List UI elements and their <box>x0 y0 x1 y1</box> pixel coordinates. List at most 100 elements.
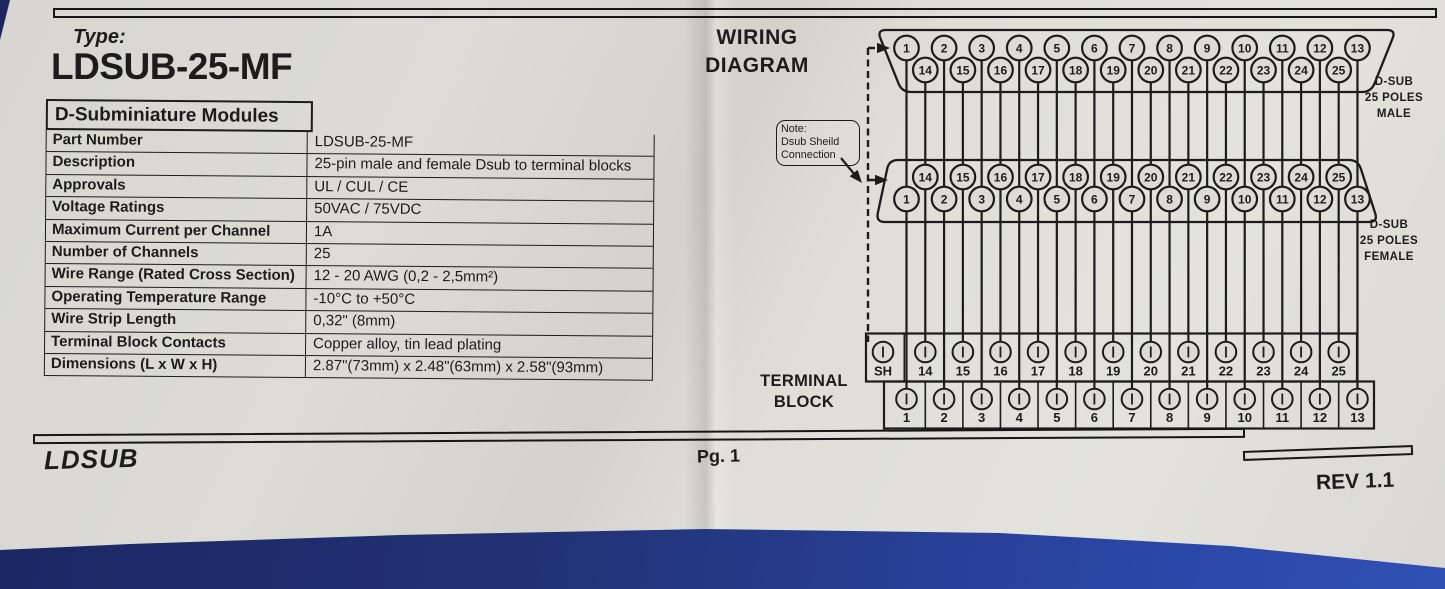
spec-row: Description 25-pin male and female Dsub t… <box>46 151 654 179</box>
svg-text:25: 25 <box>1332 63 1346 77</box>
male-label-line3: MALE <box>1376 107 1412 120</box>
svg-text:23: 23 <box>1256 364 1270 379</box>
svg-text:5: 5 <box>1053 410 1060 425</box>
svg-text:10: 10 <box>1237 410 1251 425</box>
svg-text:3: 3 <box>978 410 985 425</box>
spec-row-label: Description <box>46 152 308 176</box>
svg-text:18: 18 <box>1069 63 1083 77</box>
terminal-label-line1: TERMINAL <box>760 372 848 390</box>
svg-text:19: 19 <box>1107 63 1121 77</box>
svg-text:13: 13 <box>1350 410 1364 425</box>
svg-text:25: 25 <box>1331 364 1345 379</box>
svg-text:20: 20 <box>1144 170 1158 184</box>
svg-text:1: 1 <box>903 410 910 425</box>
terminal-block-label: TERMINAL BLOCK <box>743 371 865 414</box>
footer-brand: LDSUB <box>43 442 139 476</box>
spec-row-value: 25-pin male and female Dsub to terminal … <box>314 155 632 175</box>
spec-row: Operating Temperature Range-10°C to +50°… <box>45 285 653 313</box>
spec-row-label: Wire Range (Rated Cross Section) <box>45 264 307 288</box>
type-label: Type: <box>73 26 126 48</box>
svg-text:9: 9 <box>1204 410 1211 425</box>
svg-text:4: 4 <box>1016 192 1023 206</box>
terminal-label-line2: BLOCK <box>773 393 835 412</box>
svg-text:7: 7 <box>1129 192 1136 206</box>
svg-text:16: 16 <box>994 170 1008 184</box>
spec-row-value: 50VAC / 75VDC <box>314 200 422 219</box>
paper-fold-crease <box>684 0 736 568</box>
note-line1: Note: <box>781 123 807 135</box>
footer-rule-left <box>32 427 1246 445</box>
svg-text:21: 21 <box>1182 63 1196 77</box>
spec-row-value: -10°C to +50°C <box>313 289 416 308</box>
male-label-line2: 25 POLES <box>1364 91 1424 104</box>
svg-text:5: 5 <box>1053 41 1060 55</box>
svg-text:8: 8 <box>1166 192 1173 206</box>
female-label-line3: FEMALE <box>1364 250 1414 263</box>
spec-row-value: 12 - 20 AWG (0,2 - 2,5mm²) <box>313 267 499 286</box>
spec-row-label: Approvals <box>46 174 308 199</box>
svg-text:15: 15 <box>956 364 970 379</box>
spec-table-header: D-Subminiature Modules <box>45 99 313 133</box>
spec-row-label: Wire Strip Length <box>45 309 307 333</box>
spec-row-label: Number of Channels <box>45 241 307 266</box>
svg-text:11: 11 <box>1276 41 1289 55</box>
note-line2: Dsub Sheild <box>781 136 840 149</box>
male-label-line1: D-SUB <box>1374 76 1414 88</box>
svg-text:9: 9 <box>1204 192 1211 206</box>
svg-text:14: 14 <box>918 364 933 379</box>
svg-text:6: 6 <box>1091 410 1098 425</box>
spec-row-label: Maximum Current per Channel <box>45 219 308 244</box>
svg-text:14: 14 <box>919 170 933 184</box>
spec-row-value: 25 <box>313 245 331 263</box>
svg-text:16: 16 <box>994 63 1008 77</box>
svg-text:11: 11 <box>1276 192 1289 206</box>
model-number: LDSUB-25-MF <box>51 46 293 87</box>
spec-row-label: Voltage Ratings <box>46 197 308 221</box>
svg-text:22: 22 <box>1219 170 1233 184</box>
female-label-line1: D-SUB <box>1369 219 1409 231</box>
svg-text:1: 1 <box>903 192 910 206</box>
svg-text:19: 19 <box>1106 364 1120 379</box>
svg-text:14: 14 <box>919 63 933 77</box>
spec-row: Wire Range (Rated Cross Section) 12 - 20 … <box>45 263 653 291</box>
svg-text:16: 16 <box>993 364 1007 379</box>
spec-row: Dimensions (L x W x H)2.87"(73mm) x 2.48… <box>44 352 652 381</box>
svg-text:23: 23 <box>1257 170 1271 184</box>
svg-text:13: 13 <box>1351 41 1365 55</box>
svg-text:15: 15 <box>956 170 970 184</box>
wiring-title-line1: WIRING <box>716 26 798 49</box>
svg-text:10: 10 <box>1238 41 1252 55</box>
svg-text:3: 3 <box>978 41 985 55</box>
svg-text:17: 17 <box>1031 63 1045 77</box>
svg-text:7: 7 <box>1128 410 1135 425</box>
note-line3: Connection <box>781 149 836 162</box>
svg-text:9: 9 <box>1204 41 1211 55</box>
svg-text:12: 12 <box>1313 410 1327 425</box>
wiring-diagram-title: WIRING DIAGRAM <box>682 24 832 79</box>
female-label-line2: 25 POLES <box>1359 234 1419 247</box>
spec-row-value: LDSUB-25-MF <box>314 133 414 151</box>
svg-text:5: 5 <box>1053 192 1060 206</box>
svg-text:8: 8 <box>1166 410 1173 425</box>
spec-row-label: Dimensions (L x W x H) <box>44 353 306 378</box>
spec-row-value: 0,32" (8mm) <box>313 312 396 330</box>
shield-note-box: Note: Dsub Sheild Connection <box>776 120 860 166</box>
svg-text:19: 19 <box>1107 170 1121 184</box>
svg-text:10: 10 <box>1238 192 1252 206</box>
svg-text:2: 2 <box>941 41 948 55</box>
svg-text:15: 15 <box>956 63 970 77</box>
spec-row-value: Copper alloy, tin lead plating <box>313 334 502 354</box>
svg-text:18: 18 <box>1069 170 1083 184</box>
svg-text:11: 11 <box>1275 410 1289 425</box>
svg-text:3: 3 <box>978 192 985 206</box>
svg-text:7: 7 <box>1129 41 1136 55</box>
wiring-title-line2: DIAGRAM <box>705 53 809 77</box>
female-connector-label: D-SUB 25 POLES FEMALE <box>1350 218 1428 266</box>
male-connector-label: D-SUB 25 POLES MALE <box>1360 75 1428 123</box>
svg-text:4: 4 <box>1016 410 1024 425</box>
